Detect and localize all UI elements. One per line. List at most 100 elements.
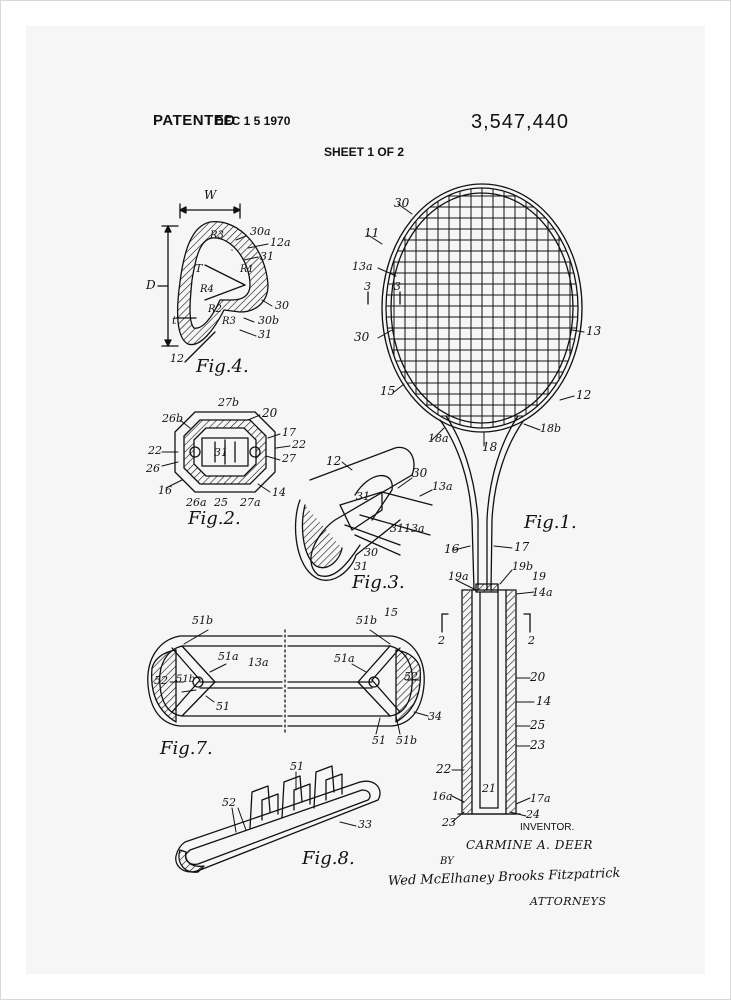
ref-label: 11 <box>364 226 380 240</box>
ref-label: D <box>146 278 156 292</box>
ref-label: 16a <box>432 790 453 803</box>
fig-8-title: Fig.8. <box>302 848 355 869</box>
ref-label: 12 <box>170 352 184 365</box>
ref-label: 34 <box>428 710 442 723</box>
ref-label: 18 <box>482 440 498 454</box>
ref-label: 51a <box>334 652 355 665</box>
ref-label: 2 <box>438 634 445 647</box>
ref-label: 52 <box>154 674 168 687</box>
ref-label: 51a <box>218 650 239 663</box>
fig-3-title: Fig.3. <box>352 572 405 593</box>
ref-label: 51b <box>396 734 418 747</box>
ref-label: 30 <box>354 330 370 344</box>
ref-label: 17 <box>282 426 296 439</box>
ref-label: 51b <box>356 614 378 627</box>
ref-label: 18b <box>540 422 562 435</box>
ref-label: 21 <box>482 782 496 795</box>
ref-label: 51b <box>192 614 214 627</box>
inventor-label: INVENTOR. <box>520 822 575 833</box>
ref-label: 31 <box>214 446 228 459</box>
ref-label: 26b <box>162 412 184 425</box>
figure-4-drawing <box>157 203 269 363</box>
ref-label: 52 <box>222 796 236 809</box>
ref-label: 22 <box>436 762 452 776</box>
ref-label: 51b <box>176 674 196 685</box>
figure-8-drawing <box>175 765 381 873</box>
ref-label: 15 <box>384 606 398 619</box>
ref-label: 13a <box>352 260 373 273</box>
ref-label: 14 <box>272 486 286 499</box>
ref-label: 31 <box>258 328 272 341</box>
figure-2-drawing <box>174 411 276 493</box>
ref-label: 51 <box>372 734 386 747</box>
ref-label: 13a <box>432 480 453 493</box>
by-label: BY <box>440 856 454 867</box>
ref-label: 31 <box>354 560 368 573</box>
ref-label: 19b <box>512 560 534 573</box>
ref-label: 23 <box>442 816 456 829</box>
ref-label: 20 <box>262 406 278 420</box>
ref-label: 16 <box>444 542 460 556</box>
ref-label: 17a <box>530 792 551 805</box>
ref-label: 12 <box>326 454 342 468</box>
ref-label: 22 <box>292 438 306 451</box>
ref-label: 12 <box>576 388 592 402</box>
patented-label: PATENTED <box>153 112 236 129</box>
ref-label: 30 <box>275 299 289 312</box>
sheet-number: SHEET 1 OF 2 <box>324 145 405 159</box>
ref-label: R3 <box>210 230 224 241</box>
ref-label: 27a <box>240 496 261 509</box>
ref-label: 15 <box>380 384 396 398</box>
ref-label: 52 <box>404 670 418 683</box>
ref-label: 3 <box>364 280 371 293</box>
ref-label: 31 <box>390 522 404 535</box>
ref-label: R2 <box>208 304 222 315</box>
ref-label: 20 <box>530 670 546 684</box>
ref-label: T <box>195 262 203 275</box>
ref-label: 26a <box>186 496 207 509</box>
fig-7-title: Fig.7. <box>160 738 213 759</box>
ref-label: 30b <box>258 314 280 327</box>
ref-label: 17 <box>514 540 530 554</box>
paper-sheet <box>26 26 705 974</box>
ref-label: 14 <box>536 694 552 708</box>
ref-label: 22 <box>148 444 162 457</box>
ref-label: 12a <box>270 236 291 249</box>
ref-label: 13a <box>248 656 269 669</box>
ref-label: R4 <box>200 284 214 295</box>
figure-3-drawing <box>294 446 433 581</box>
inventor-name: CARMINE A. DEER <box>466 838 593 852</box>
ref-label: R1 <box>240 264 254 275</box>
patent-date: DEC 1 5 1970 <box>215 114 291 128</box>
ref-label: 31 <box>260 250 274 263</box>
ref-label: 30 <box>364 546 378 559</box>
ref-label: 16 <box>158 484 172 497</box>
ref-label: 26 <box>146 462 160 475</box>
ref-label: t <box>172 314 177 327</box>
ref-label: 51 <box>216 700 230 713</box>
ref-label: 18a <box>428 432 449 445</box>
patent-number: 3,547,440 <box>471 111 569 133</box>
ref-label: 14a <box>532 586 553 599</box>
ref-label: 2 <box>528 634 535 647</box>
ref-label: 19a <box>448 570 469 583</box>
ref-label: 30 <box>412 466 428 480</box>
fig-2-title: Fig.2. <box>188 508 241 529</box>
ref-label: 25 <box>214 496 228 509</box>
attorneys-label: ATTORNEYS <box>530 895 607 908</box>
ref-label: W <box>204 188 217 202</box>
ref-label: 30a <box>250 225 271 238</box>
fig-1-title: Fig.1. <box>524 512 577 533</box>
ref-label: 25 <box>530 718 546 732</box>
ref-label: 24 <box>526 808 540 821</box>
ref-label: 51 <box>290 760 304 773</box>
ref-label: 3 <box>394 280 401 293</box>
ref-label: 33 <box>358 818 372 831</box>
ref-label: 23 <box>530 738 546 752</box>
ref-label: 31 <box>356 490 370 503</box>
ref-label: 27 <box>282 452 296 465</box>
leader-lines <box>161 203 585 833</box>
